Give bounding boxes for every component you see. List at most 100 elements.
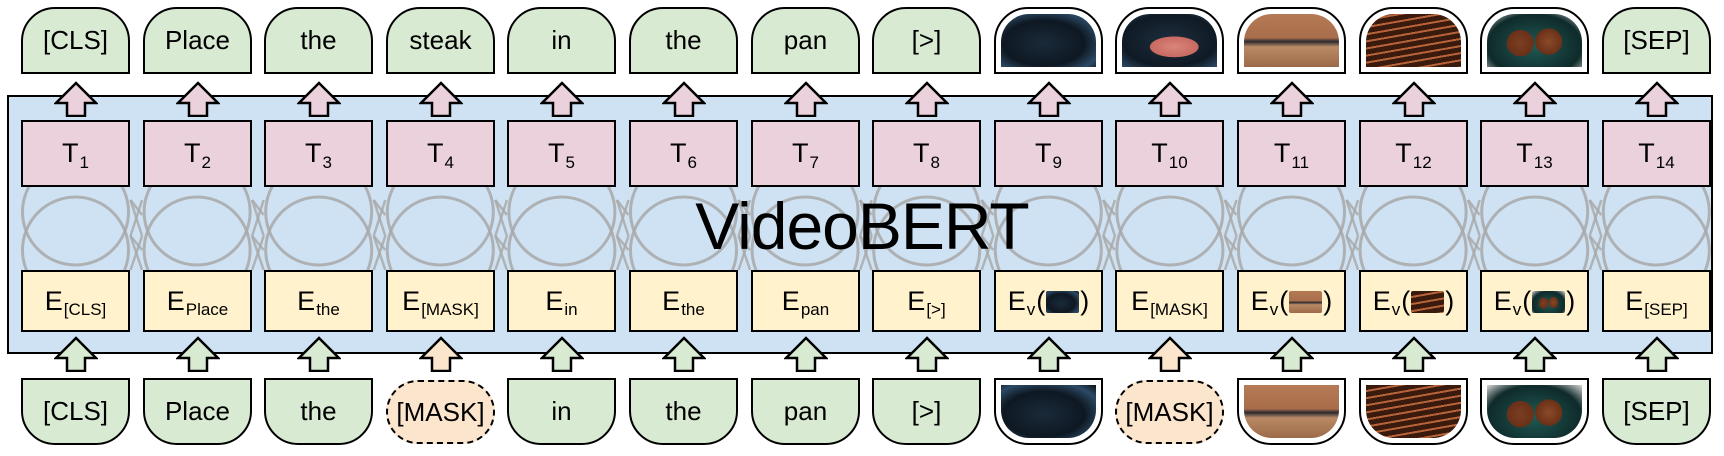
- model-title: VideoBERT: [695, 189, 1029, 263]
- symbol-subscript: 10: [1168, 152, 1188, 172]
- symbol-subscript: 6: [687, 152, 697, 172]
- token-label: pan: [783, 396, 828, 426]
- symbol-subscript: 4: [444, 152, 454, 172]
- symbol-subscript: 11: [1291, 152, 1310, 172]
- symbol-subscript: 12: [1412, 152, 1432, 172]
- symbol-subscript: 2: [201, 152, 211, 172]
- input-mask-token: [MASK]: [1115, 380, 1224, 444]
- input-arrow-icon: [661, 336, 706, 372]
- buttered-steaks-frame-image: [1487, 14, 1582, 67]
- oven-frame-image: [1366, 385, 1461, 438]
- oven-frame-thumbnail: [1411, 291, 1445, 313]
- paren-close: ): [1080, 285, 1090, 316]
- symbol-subscript: 8: [930, 152, 940, 172]
- embedding-box: E[MASK]: [1115, 270, 1224, 332]
- input-text-token: pan: [751, 378, 860, 445]
- input-text-token: [CLS]: [21, 378, 130, 445]
- token-label: pan: [783, 25, 828, 55]
- seared-steaks-frame-image: [1244, 385, 1339, 438]
- symbol-main: T: [305, 138, 322, 168]
- buttered-steaks-frame-image: [1487, 385, 1582, 438]
- token-label: [>]: [911, 396, 942, 426]
- symbol-main: T: [1516, 138, 1533, 168]
- token-label: the: [300, 25, 337, 55]
- output-text-token: in: [507, 7, 616, 74]
- symbol-main: E: [907, 285, 926, 316]
- symbol-subscript: 7: [809, 152, 819, 172]
- symbol-subscript: 5: [565, 152, 575, 172]
- input-text-token: the: [264, 378, 373, 445]
- input-text-token: Place: [143, 378, 252, 445]
- output-text-token: [>]: [872, 7, 981, 74]
- symbol-main: T: [792, 138, 809, 168]
- symbol-subscript: [CLS]: [63, 300, 107, 319]
- symbol-main: E: [1625, 285, 1644, 316]
- output-arrow-icon: [783, 81, 828, 117]
- oven-frame-image: [1366, 14, 1461, 67]
- input-text-token: [SEP]: [1602, 378, 1711, 445]
- output-video-frame: [1237, 7, 1346, 74]
- symbol-main: T: [1151, 138, 1168, 168]
- embedding-box: E[>]: [872, 270, 981, 332]
- seared-steaks-frame-image: [1244, 14, 1339, 67]
- symbol-subscript: [SEP]: [1644, 300, 1688, 319]
- token-label: the: [300, 396, 337, 426]
- output-arrow-icon: [1147, 81, 1192, 117]
- symbol-main: E: [166, 285, 185, 316]
- empty-pan-frame-thumbnail: [1046, 291, 1080, 313]
- input-video-frame: [994, 378, 1103, 445]
- input-arrow-icon: [175, 336, 220, 372]
- output-arrow-icon: [296, 81, 341, 117]
- symbol-subscript: 1: [79, 152, 89, 172]
- symbol-subscript: 9: [1052, 152, 1062, 172]
- raw-steak-in-pan-frame-image: [1122, 14, 1217, 67]
- symbol-main: T: [670, 138, 687, 168]
- symbol-main: T: [1638, 138, 1655, 168]
- input-text-token: the: [629, 378, 738, 445]
- token-label: [>]: [911, 25, 942, 55]
- output-text-token: Place: [143, 7, 252, 74]
- input-text-token: [>]: [872, 378, 981, 445]
- symbol-main: T: [1395, 138, 1412, 168]
- symbol-main: T: [62, 138, 79, 168]
- symbol-main: E: [1493, 285, 1512, 316]
- symbol-subscript: v: [1269, 300, 1279, 319]
- input-arrow-icon: [1269, 336, 1314, 372]
- token-label: [MASK]: [1125, 396, 1214, 427]
- symbol-subscript: v: [1391, 300, 1401, 319]
- symbol-main: E: [297, 285, 316, 316]
- input-text-token: in: [507, 378, 616, 445]
- output-video-frame: [1480, 7, 1589, 74]
- paren-open: (: [1522, 285, 1532, 316]
- symbol-main: E: [545, 285, 564, 316]
- token-label: Place: [164, 25, 231, 55]
- buttered-steaks-frame-thumbnail: [1532, 291, 1566, 313]
- output-arrow-icon: [175, 81, 220, 117]
- token-label: the: [665, 25, 702, 55]
- paren-open: (: [1401, 285, 1411, 316]
- output-text-token: pan: [751, 7, 860, 74]
- embedding-box: E[MASK]: [386, 270, 495, 332]
- input-video-frame: [1359, 378, 1468, 445]
- token-label: [MASK]: [396, 396, 485, 427]
- input-arrow-icon: [53, 336, 98, 372]
- output-arrow-icon: [53, 81, 98, 117]
- seared-steaks-frame-thumbnail: [1289, 291, 1323, 313]
- output-text-token: [SEP]: [1602, 7, 1711, 74]
- input-arrow-icon: [1147, 336, 1192, 372]
- symbol-main: T: [184, 138, 201, 168]
- symbol-main: T: [913, 138, 930, 168]
- output-arrow-icon: [1026, 81, 1071, 117]
- symbol-subscript: pan: [800, 300, 830, 319]
